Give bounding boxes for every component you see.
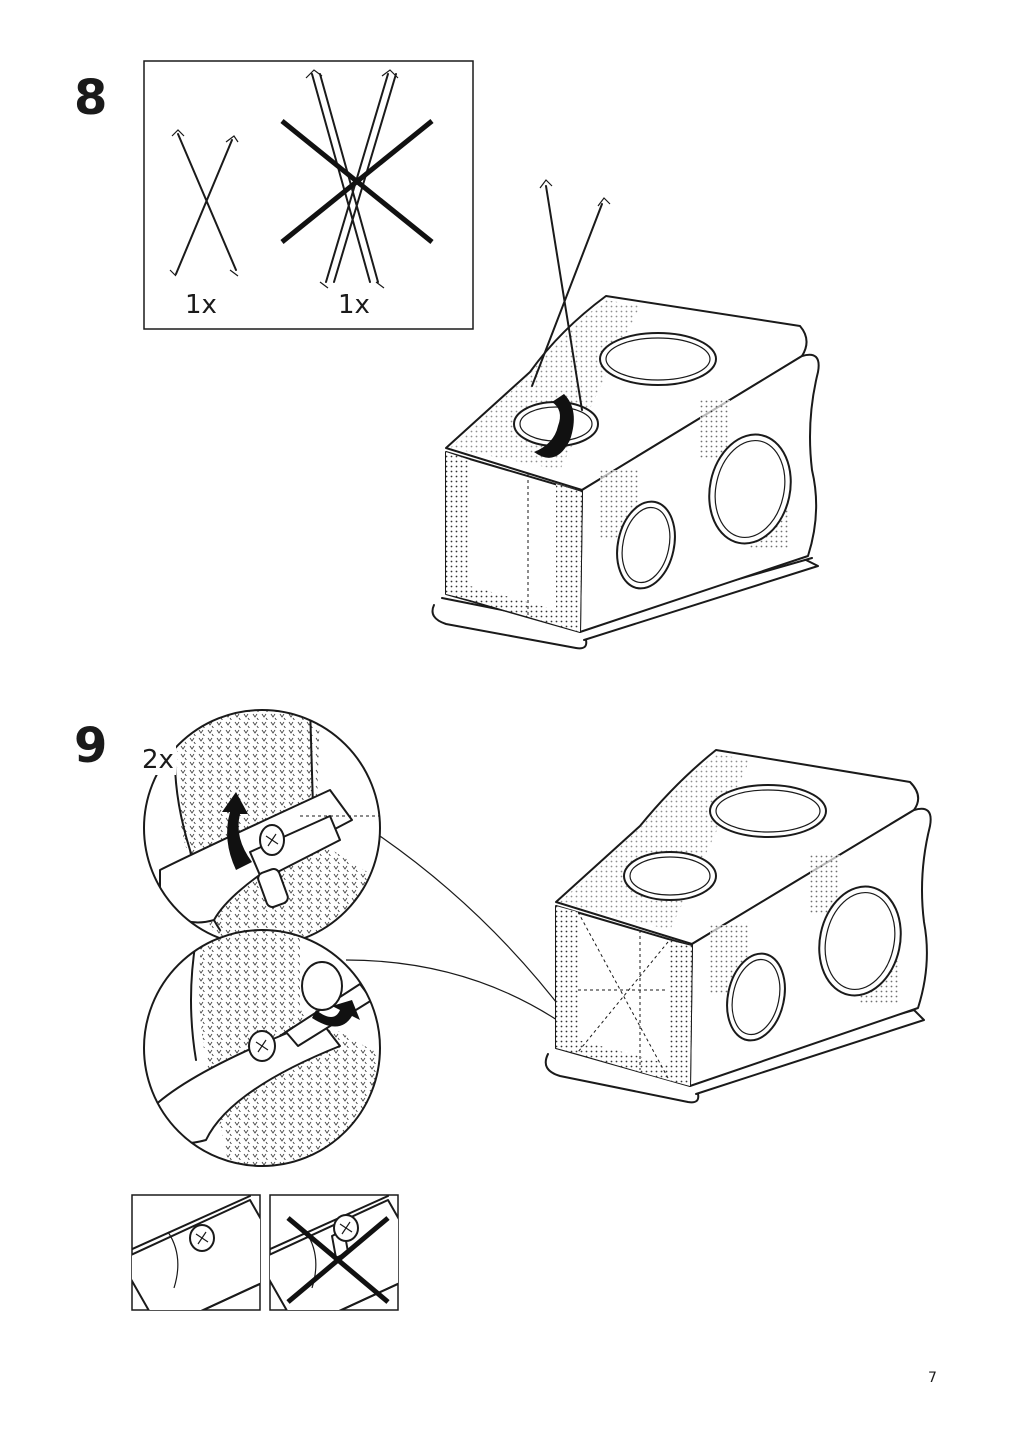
detail-circle-screwdriver: [143, 929, 381, 1167]
detail-circle-screw-turn: [143, 709, 381, 947]
example-wrong-box: [269, 1194, 399, 1311]
step9-cube-drawing: [544, 749, 932, 1104]
screw-head-flush-icon: [132, 1195, 260, 1310]
curved-arrow-icon: [222, 792, 252, 870]
step-number-9: 9: [74, 718, 108, 774]
quantity-label-step9: 2x: [140, 745, 176, 775]
quantity-label-double-pair: 1x: [338, 290, 370, 320]
step-number-8: 8: [74, 70, 108, 126]
quantity-label-single-pair: 1x: [185, 290, 217, 320]
parts-box: [143, 60, 474, 330]
curved-arrow-icon: [534, 394, 574, 458]
crossed-rod-pair-icon: [169, 129, 239, 277]
curved-arrow-icon: [312, 1000, 360, 1027]
page-number: 7: [928, 1370, 937, 1386]
screw-head-protruding-crossed-out-icon: [270, 1195, 398, 1310]
example-correct-box: [131, 1194, 261, 1311]
doubled-rod-pair-crossed-out-icon: [280, 69, 434, 289]
step8-cube-drawing: [431, 179, 820, 650]
